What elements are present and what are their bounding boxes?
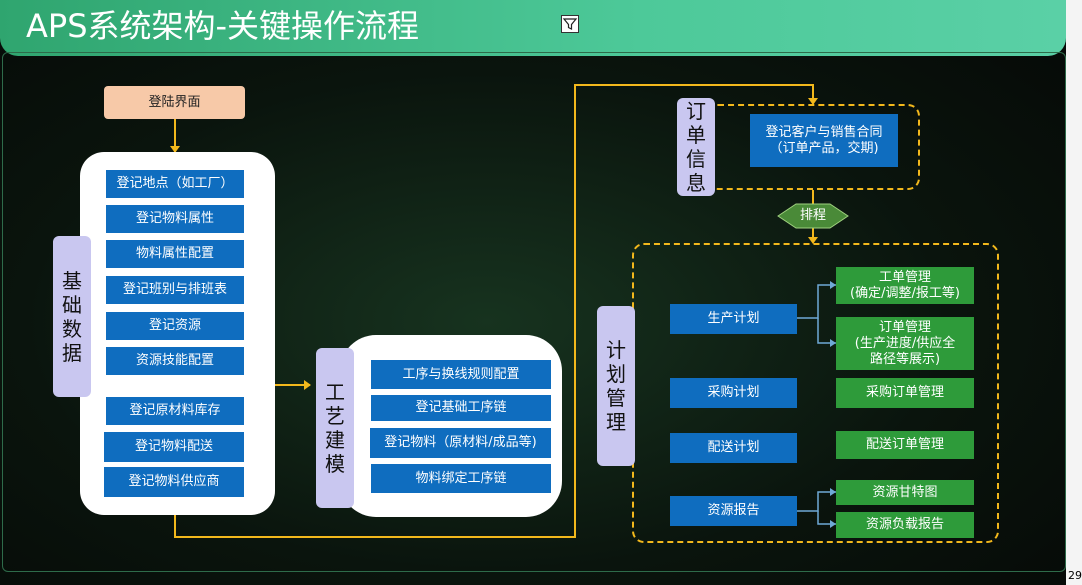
basic-item: 登记物料配送 bbox=[104, 432, 244, 462]
process-item: 物料绑定工序链 bbox=[371, 464, 551, 493]
basic-item: 登记班别与排班表 bbox=[106, 276, 244, 304]
basic-item: 物料属性配置 bbox=[106, 240, 244, 268]
plan-left-item: 采购计划 bbox=[670, 378, 797, 408]
basic-item: 资源技能配置 bbox=[106, 347, 244, 375]
connector-order-to-schedule bbox=[812, 190, 814, 204]
connector-bottom-vertical bbox=[174, 515, 176, 537]
page-title: APS系统架构-关键操作流程 bbox=[26, 7, 420, 45]
connector-top-horizontal bbox=[574, 84, 814, 86]
right-edge bbox=[1066, 0, 1082, 585]
process-item: 登记基础工序链 bbox=[371, 395, 551, 421]
connector-to-order bbox=[812, 84, 814, 102]
plan-right-item: 工单管理 (确定/调整/报工等) bbox=[836, 267, 974, 304]
schedule-diamond: 排程 bbox=[777, 203, 849, 229]
order-label: 订单信息 bbox=[677, 98, 715, 196]
connector-up bbox=[574, 84, 576, 538]
plan-right-item: 配送订单管理 bbox=[836, 431, 974, 459]
plan-right-item: 采购订单管理 bbox=[836, 378, 974, 408]
page-number: 29 bbox=[1068, 569, 1082, 582]
connector-schedule-to-plan bbox=[812, 228, 814, 241]
plan-right-item: 资源负载报告 bbox=[836, 512, 974, 538]
connector-login-down bbox=[174, 118, 176, 152]
basic-item: 登记地点（如工厂） bbox=[106, 170, 244, 198]
basic-item: 登记资源 bbox=[106, 312, 244, 340]
plan-label: 计划管理 bbox=[597, 306, 635, 466]
login-box: 登陆界面 bbox=[104, 86, 245, 119]
plan-left-item: 生产计划 bbox=[670, 304, 797, 334]
order-item: 登记客户与销售合同 （订单产品，交期) bbox=[750, 114, 898, 167]
process-item: 登记物料（原材料/成品等) bbox=[370, 428, 551, 458]
basic-item: 登记物料属性 bbox=[106, 205, 244, 233]
header-bar: APS系统架构-关键操作流程 bbox=[0, 0, 1066, 56]
schedule-label: 排程 bbox=[799, 208, 826, 223]
connector-bottom-horizontal bbox=[174, 536, 576, 538]
process-label: 工艺建模 bbox=[316, 348, 354, 508]
filter-icon[interactable] bbox=[561, 15, 579, 33]
plan-left-item: 配送计划 bbox=[670, 433, 797, 463]
basic-data-label: 基础数据 bbox=[53, 236, 91, 397]
basic-item: 登记物料供应商 bbox=[104, 467, 244, 497]
plan-right-item: 资源甘特图 bbox=[836, 480, 974, 505]
plan-right-item: 订单管理 (生产进度/供应全 路径等展示) bbox=[836, 317, 974, 370]
basic-item: 登记原材料库存 bbox=[106, 397, 244, 425]
plan-left-item: 资源报告 bbox=[670, 496, 797, 526]
process-item: 工序与换线规则配置 bbox=[371, 360, 551, 389]
